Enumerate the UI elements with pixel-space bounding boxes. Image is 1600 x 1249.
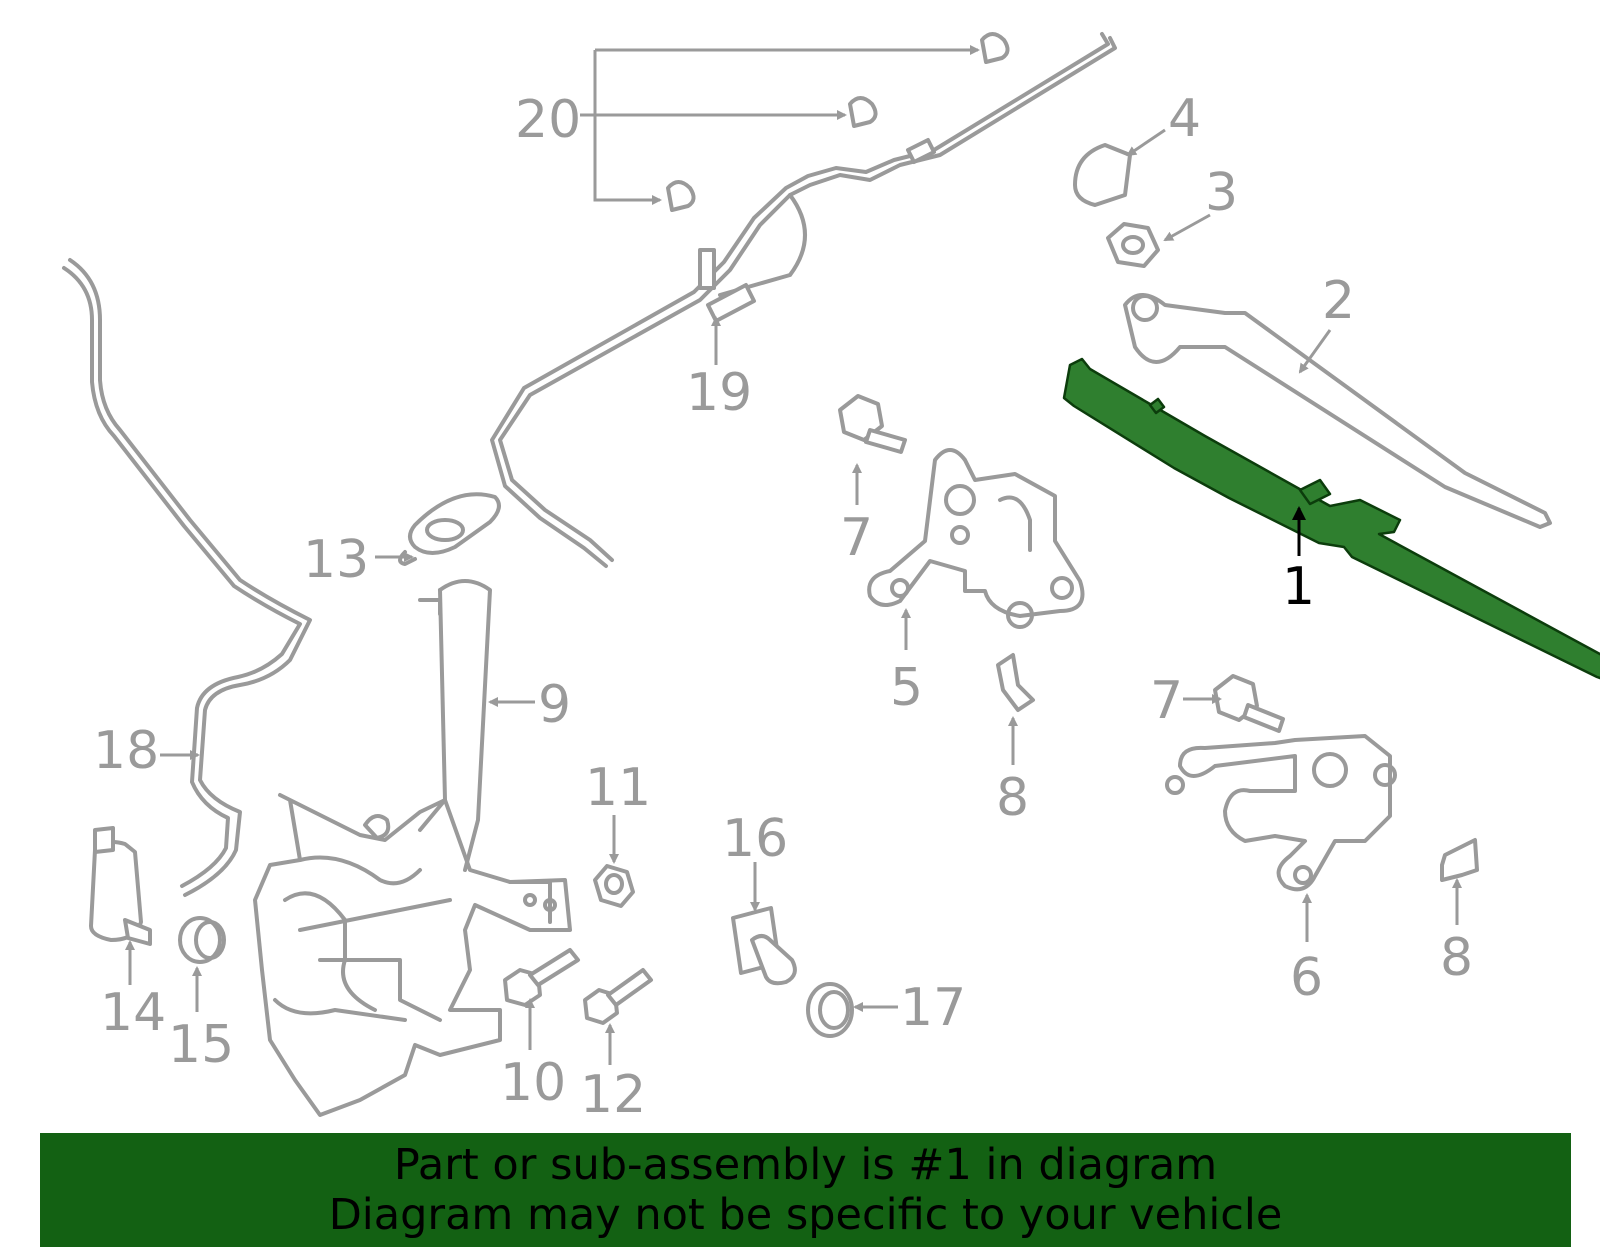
callout-8-upper: 8 bbox=[996, 768, 1029, 828]
callout-2: 2 bbox=[1322, 271, 1355, 331]
part-19-washer-hose bbox=[490, 32, 1117, 568]
callout-9: 9 bbox=[538, 675, 571, 735]
callout-12: 12 bbox=[580, 1065, 646, 1125]
part-7-bolt-lower bbox=[1213, 674, 1285, 733]
callout-16: 16 bbox=[722, 809, 788, 869]
part-13-grommet bbox=[398, 492, 501, 566]
callout-11: 11 bbox=[585, 758, 651, 818]
part-11-nut bbox=[593, 864, 635, 908]
callout-14: 14 bbox=[100, 983, 166, 1043]
part-8-bracket-lower bbox=[1440, 838, 1479, 882]
part-17-grommet bbox=[806, 982, 854, 1038]
callout-3: 3 bbox=[1205, 163, 1238, 223]
part-7-bolt-upper bbox=[838, 394, 907, 454]
part-12-bolt bbox=[583, 968, 653, 1025]
callout-18: 18 bbox=[93, 721, 159, 781]
part-16-nozzle bbox=[731, 906, 797, 986]
part-14-washer-pump bbox=[89, 826, 152, 946]
callout-17: 17 bbox=[900, 978, 966, 1038]
part-10-bolt bbox=[503, 948, 580, 1007]
callout-6: 6 bbox=[1290, 948, 1323, 1008]
part-5-wiper-motor bbox=[867, 448, 1085, 629]
part-18-washer-hose bbox=[62, 258, 312, 897]
part-4-cap bbox=[1073, 143, 1132, 207]
banner-line-2: Diagram may not be specific to your vehi… bbox=[328, 1190, 1283, 1240]
callout-1: 1 bbox=[1282, 557, 1315, 617]
callout-10: 10 bbox=[500, 1053, 566, 1113]
part-20-connectors bbox=[580, 32, 1010, 212]
callout-8-lower: 8 bbox=[1440, 928, 1473, 988]
callout-7-lower: 7 bbox=[1150, 671, 1183, 731]
part-1-wiper-blade bbox=[1062, 357, 1600, 680]
callout-15: 15 bbox=[168, 1015, 234, 1075]
callout-20: 20 bbox=[515, 90, 581, 150]
banner-line-1: Part or sub-assembly is #1 in diagram bbox=[393, 1140, 1218, 1190]
info-banner: Part or sub-assembly is #1 in diagram Di… bbox=[40, 1133, 1571, 1247]
callout-7-upper: 7 bbox=[840, 508, 873, 568]
callout-19: 19 bbox=[686, 363, 752, 423]
part-6-wiper-motor bbox=[1165, 734, 1397, 892]
part-3-nut bbox=[1106, 222, 1160, 268]
callout-13: 13 bbox=[303, 530, 369, 590]
part-8-bracket-upper bbox=[996, 653, 1035, 712]
callout-5: 5 bbox=[890, 658, 923, 718]
callout-leaders bbox=[125, 128, 1462, 1065]
part-15-grommet bbox=[178, 916, 226, 964]
part-9-reservoir bbox=[253, 579, 572, 1117]
part-2-wiper-arm bbox=[1123, 293, 1552, 529]
callout-4: 4 bbox=[1168, 89, 1201, 149]
callout-labels: 1 2 3 4 5 6 7 7 8 8 9 10 11 12 13 14 15 … bbox=[93, 89, 1473, 1125]
